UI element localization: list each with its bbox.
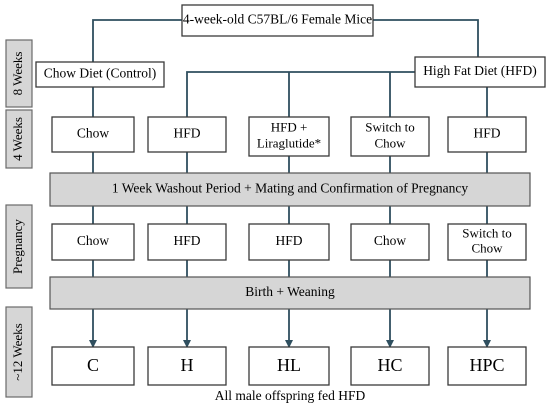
group-h-label: H (181, 355, 194, 375)
pregnancy-hfd2-label: HFD (275, 233, 302, 248)
offspring-groups: C H HL HC HPC (51, 346, 527, 386)
pregnancy-hfd-label: HFD (173, 233, 200, 248)
pregnancy-switch-chow-frame (447, 223, 527, 261)
washout-band-frame (49, 172, 531, 207)
four-weeks-hfd2-frame (447, 116, 527, 153)
start-mice-box: 4-week-old C57BL/6 Female Mice (181, 4, 374, 37)
group-hl-frame (248, 346, 330, 386)
chow-diet-control-label: Chow Diet (Control) (44, 66, 157, 81)
pregnancy-hfd2-frame (248, 223, 330, 261)
connector-top-to-chow-diet (92, 19, 182, 62)
four-weeks-hfd-frame (147, 116, 227, 153)
timeline-8-weeks-label: 8 Weeks (10, 52, 25, 96)
four-weeks-switch-chow-frame (350, 116, 430, 157)
chow-diet-control-box: Chow Diet (Control) (35, 61, 165, 88)
timeline-pregnancy-bar (5, 204, 33, 289)
connector-top-to-hfd-diet (373, 19, 479, 57)
timeline-4-weeks: 4 Weeks (5, 109, 33, 169)
four-weeks-switch-chow-line1: Switch to (365, 119, 414, 134)
connector-lines (89, 19, 491, 348)
pregnancy-chow2-label: Chow (374, 233, 407, 248)
birth-weaning-label: Birth + Weaning (245, 284, 335, 299)
timeline-pregnancy: Pregnancy (5, 204, 33, 289)
four-weeks-hfd-label: HFD (173, 126, 200, 141)
group-c-frame (51, 346, 135, 386)
start-mice-label: 4-week-old C57BL/6 Female Mice (183, 12, 372, 27)
group-hc-frame (350, 346, 430, 386)
four-weeks-chow-label: Chow (77, 126, 110, 141)
start-mice-box-frame (181, 4, 374, 37)
timeline-8-weeks: 8 Weeks (5, 39, 33, 108)
footer-note: All male offspring fed HFD (215, 388, 366, 403)
high-fat-diet-frame (414, 56, 546, 88)
timeline-pregnancy-label: Pregnancy (10, 219, 25, 274)
four-weeks-hfd-liraglutide-frame (248, 116, 330, 157)
birth-weaning-frame (49, 276, 531, 310)
group-hpc-frame (447, 346, 527, 386)
group-hc-label: HC (377, 355, 402, 375)
pregnancy-switch-chow-line1: Switch to (462, 225, 511, 240)
timeline-4-weeks-label: 4 Weeks (10, 117, 25, 161)
four-weeks-hfd-liraglutide-line2: Liraglutide* (257, 135, 321, 150)
timeline-8-weeks-bar (5, 39, 33, 108)
timeline-12-weeks-label: ~12 Weeks (10, 323, 25, 380)
group-hl-label: HL (277, 355, 301, 375)
four-weeks-row: Chow HFD HFD + Liraglutide* Switch to Ch… (51, 116, 527, 157)
connector-hfd-branch-left (186, 71, 415, 117)
group-c-label: C (87, 355, 99, 375)
four-weeks-hfd2-label: HFD (473, 126, 500, 141)
four-weeks-hfd-liraglutide-line1: HFD + (271, 119, 308, 134)
four-weeks-switch-chow-line2: Chow (374, 135, 406, 150)
pregnancy-chow-label: Chow (77, 233, 110, 248)
pregnancy-chow-frame (51, 223, 135, 261)
birth-weaning-band: Birth + Weaning (49, 276, 531, 310)
pregnancy-chow2-frame (350, 223, 430, 261)
timeline-4-weeks-bar (5, 109, 33, 169)
high-fat-diet-box: High Fat Diet (HFD) (414, 56, 546, 88)
timeline-12-weeks-bar (5, 306, 33, 398)
group-h-frame (147, 346, 227, 386)
pregnancy-hfd-frame (147, 223, 227, 261)
washout-label: 1 Week Washout Period + Mating and Confi… (112, 181, 469, 196)
high-fat-diet-label: High Fat Diet (HFD) (423, 63, 537, 78)
group-hpc-label: HPC (469, 355, 504, 375)
washout-band: 1 Week Washout Period + Mating and Confi… (49, 172, 531, 207)
four-weeks-chow-frame (51, 116, 135, 153)
timeline-12-weeks: ~12 Weeks (5, 306, 33, 398)
pregnancy-switch-chow-line2: Chow (471, 240, 503, 255)
chow-diet-control-frame (35, 61, 165, 88)
pregnancy-row: Chow HFD HFD Chow Switch to Chow (51, 223, 527, 261)
